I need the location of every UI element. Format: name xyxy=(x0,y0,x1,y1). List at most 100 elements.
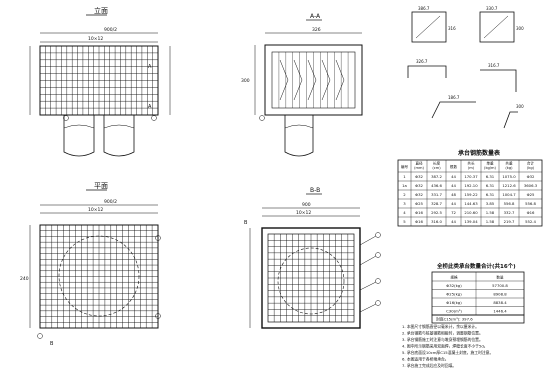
table1-header: 单重 xyxy=(486,161,494,166)
table1-header: (kg/m) xyxy=(484,166,496,170)
stirrup-mark xyxy=(293,59,303,101)
note-line: 6. 本图适用于各桥墩承台。 xyxy=(402,357,449,362)
table2-cell: C30(m³) xyxy=(446,308,462,313)
table2-cell: 57700.8 xyxy=(492,283,508,288)
section-bb-rebar-grid xyxy=(268,234,354,322)
note-line: 7. 承台施工完成后应及时回填。 xyxy=(402,363,456,368)
elevation-marker-a-bottom: A xyxy=(148,104,152,110)
note-line: 1. 本图尺寸钢筋直径以毫米计，余以厘米计。 xyxy=(402,324,479,329)
table1-cell: 1075.0 xyxy=(502,174,516,179)
table1-header: 根数 xyxy=(450,164,458,169)
table1-cell: 139.04 xyxy=(464,219,478,224)
plan-marker-b: B xyxy=(50,341,54,347)
table1-cell: 4 xyxy=(403,210,406,215)
section-aa-rebar xyxy=(278,52,349,108)
table2-cell: 8908.8 xyxy=(493,291,507,296)
section-bb-title: B-B xyxy=(310,187,320,194)
table1-cell: 556.8 xyxy=(504,201,515,206)
shape6-dim: 300 xyxy=(516,104,524,109)
table1-frame xyxy=(397,159,543,227)
table2-cell: 8838.4 xyxy=(493,300,507,305)
table1-cell: 1a xyxy=(402,183,407,188)
elevation-marker-a-top: A xyxy=(148,64,152,70)
elevation-dim-total: 900/2 xyxy=(104,27,117,33)
shape2-dim-side: 300 xyxy=(516,26,524,31)
table1-cell: Φ32 xyxy=(527,174,535,179)
table1-cell: Φ32 xyxy=(415,183,423,188)
note-line: 4. 图中所示钢筋采用双面焊，焊缝长度不小于5d。 xyxy=(402,344,488,349)
table1-header: (mm) xyxy=(414,166,424,170)
table1-header: 合计 xyxy=(527,161,535,166)
table1-header: (m) xyxy=(468,166,475,170)
table1-cell: 3.85 xyxy=(486,201,495,206)
table1-cell: 5 xyxy=(403,219,406,224)
table2-header: 数量 xyxy=(496,275,504,280)
table2-cell: Φ25(kg) xyxy=(446,291,462,296)
section-bb-view: B-B 900 10×12 B xyxy=(244,187,381,329)
table2-header: 规格 xyxy=(450,275,458,280)
table1-cell: 192.10 xyxy=(464,183,478,188)
table1-cell: 210.60 xyxy=(464,210,478,215)
table1-cell: 3606.3 xyxy=(524,183,538,188)
table1-header: 长度 xyxy=(433,161,441,166)
table1-cell: 556.8 xyxy=(525,201,536,206)
table2-title: 全桥此类承台数量合计(共16个) xyxy=(436,262,516,270)
table1-header: 编号 xyxy=(401,164,409,169)
table1-header: 共重 xyxy=(505,161,513,166)
section-aa-dim-width: 326 xyxy=(312,27,321,33)
table2-cell: 1446.4 xyxy=(493,308,507,313)
table1-cell: 6.31 xyxy=(486,183,495,188)
table1-cell: 1 xyxy=(403,174,406,179)
note-line: 5. 承台底面设10cm厚C15混凝土封底，施工时注意。 xyxy=(402,350,493,355)
stirrup-mark xyxy=(335,59,345,101)
table1-cell: 436.6 xyxy=(431,183,442,188)
table1-cell: 44 xyxy=(451,201,456,206)
section-aa-view: A-A 326 300 xyxy=(241,13,363,157)
table1-cell: 6.31 xyxy=(486,192,495,197)
table1-cell: 170.37 xyxy=(464,174,478,179)
shape3-dim-top: 326.7 xyxy=(416,59,428,64)
bridge-total-table: 全桥此类承台数量合计(共16个) 规格 数量 Φ32(kg) 57700.8Φ25(k… xyxy=(431,262,525,324)
section-aa-dim-height: 300 xyxy=(241,78,250,84)
section-bb-marker: B xyxy=(244,220,248,226)
table1-cell: 3 xyxy=(403,201,406,206)
shape4-dim-top: 316.7 xyxy=(488,63,500,68)
table2-cell: Φ32(kg) xyxy=(446,283,462,288)
table1-header: (cm) xyxy=(432,166,441,170)
table1-cell: 2 xyxy=(403,192,406,197)
stirrup-mark xyxy=(307,59,317,101)
table1-cell: 1.58 xyxy=(486,210,495,215)
shape5-dim: 186.7 xyxy=(448,95,460,100)
table1-header: (kg) xyxy=(505,166,513,170)
table1-cell: Φ32 xyxy=(415,174,423,179)
plan-dim-height: 240 xyxy=(20,276,29,282)
table2-footer: 封底C15(m³): 397.6 xyxy=(436,317,473,322)
table1-cell: Φ25 xyxy=(415,201,423,206)
elevation-dim-spacing: 10×12 xyxy=(88,36,103,42)
stirrup-mark xyxy=(321,59,331,101)
table1-cell: 332.7 xyxy=(504,210,515,215)
shape1-dim-top: 386.7 xyxy=(418,6,430,11)
table1-cell: 1004.7 xyxy=(502,192,516,197)
notes-block: 1. 本图尺寸钢筋直径以毫米计，余以厘米计。2. 承台钢筋与桩基钢筋相碰时，调整… xyxy=(402,324,493,368)
elevation-rebar-grid xyxy=(40,46,158,115)
table1-cell: 316.0 xyxy=(431,219,442,224)
shape2-dim-top: 330.7 xyxy=(486,6,498,11)
table1-cell: Φ25 xyxy=(527,192,535,197)
table1-cell: Φ16 xyxy=(527,210,535,215)
table1-cell: 44 xyxy=(451,174,456,179)
table1-header: 直径 xyxy=(415,161,423,166)
table1-cell: Φ32 xyxy=(415,192,423,197)
table1-cell: 1212.6 xyxy=(502,183,516,188)
plan-title: 平面 xyxy=(94,182,108,190)
section-aa-title: A-A xyxy=(310,13,321,20)
table1-cell: 72 xyxy=(451,210,456,215)
table1-cell: Φ16 xyxy=(415,219,423,224)
table1-header: 共长 xyxy=(467,161,475,166)
stirrup-mark xyxy=(279,59,289,101)
table1-cell: 144.63 xyxy=(464,201,478,206)
table1-cell: 1.58 xyxy=(486,219,495,224)
table2-footer-frame xyxy=(431,314,525,324)
plan-dim-spacing: 10×12 xyxy=(88,207,103,213)
